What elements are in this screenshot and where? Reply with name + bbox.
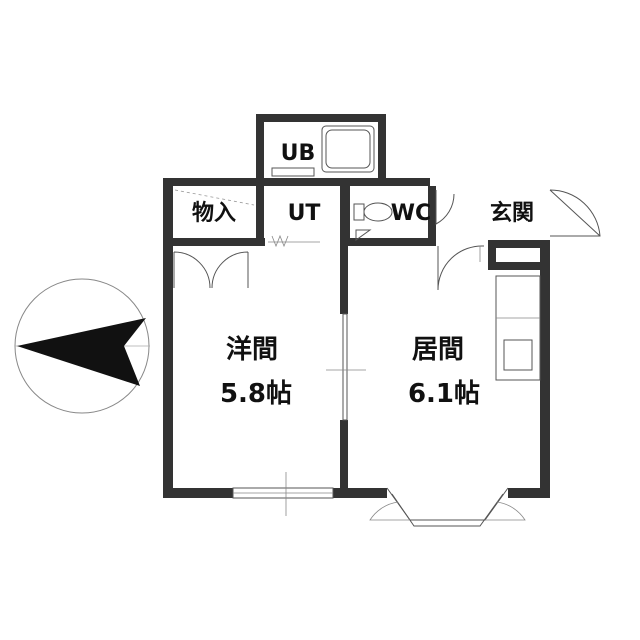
room-label-ub: UB	[281, 141, 316, 166]
fixtures	[173, 125, 601, 527]
room-label-storage: 物入	[192, 200, 236, 226]
room-label-western-room: 洋間	[226, 334, 278, 365]
north-arrow-icon	[17, 318, 146, 386]
room-label-ut: UT	[288, 201, 321, 226]
room-label-entrance: 玄関	[490, 200, 534, 226]
walls	[163, 114, 550, 498]
compass	[14, 278, 150, 414]
room-size-living-room: 6.1帖	[408, 379, 480, 409]
room-size-western-room: 5.8帖	[220, 379, 292, 409]
room-label-wc: WC	[391, 201, 431, 226]
room-label-living-room: 居間	[412, 335, 464, 365]
